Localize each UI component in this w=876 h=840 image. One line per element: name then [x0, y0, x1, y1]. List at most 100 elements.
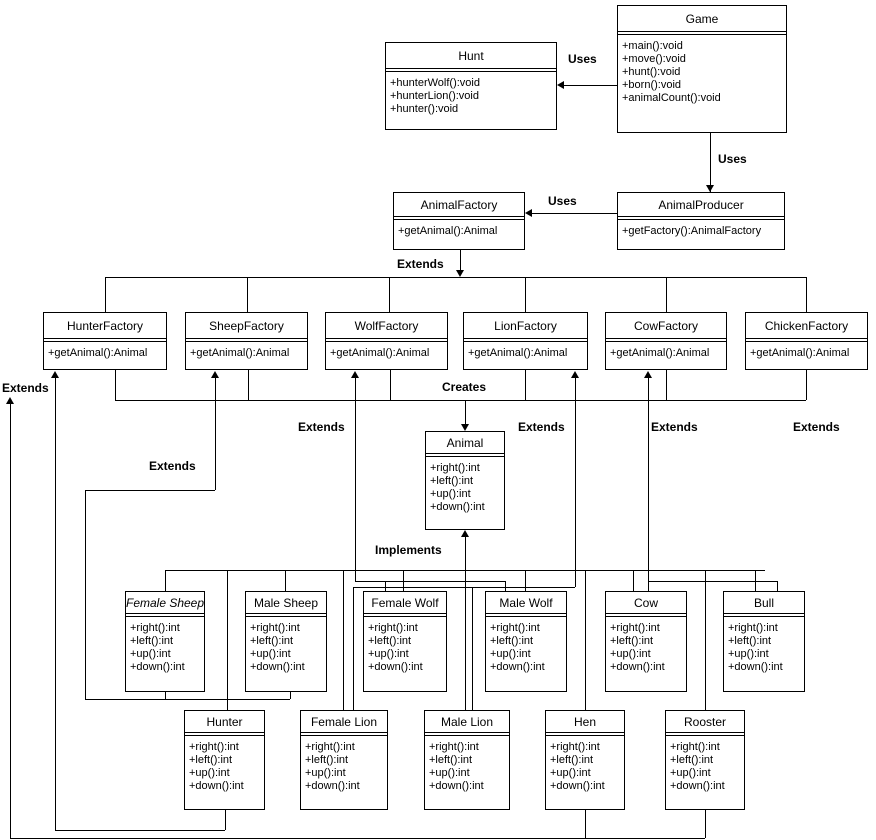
label-extends-cow: Extends [650, 420, 699, 434]
class-animalFactory: AnimalFactory+getAnimal():Animal [393, 192, 525, 250]
class-title: AnimalFactory [394, 193, 524, 217]
connector-line [85, 490, 86, 699]
class-animalProducer: AnimalProducer+getFactory():AnimalFactor… [617, 192, 785, 250]
class-title: Female Lion [301, 711, 387, 733]
class-methods: +right():int +left():int +up():int +down… [368, 622, 423, 673]
connector-line [355, 581, 505, 582]
class-methods: +getAnimal():Animal [750, 347, 850, 359]
class-title: Male Lion [425, 711, 509, 733]
compartment-separator [606, 614, 686, 617]
class-methods: +getAnimal():Animal [610, 347, 710, 359]
arrowhead-icon [351, 371, 359, 378]
class-maleSheep: Male Sheep +right():int +left():int +up()… [245, 591, 327, 692]
compartment-separator [386, 69, 556, 72]
class-title: SheepFactory [186, 313, 307, 339]
arrowhead-icon [456, 270, 464, 277]
connector-line [115, 370, 116, 400]
class-femaleLion: Female Lion+right():int +left():int +up(… [300, 710, 388, 810]
connector-line [165, 570, 166, 591]
class-methods: +getAnimal():Animal [330, 347, 430, 359]
compartment-separator [746, 339, 867, 342]
connector-line [585, 570, 586, 710]
arrowhead-icon [211, 371, 219, 378]
class-methods: +getFactory():AnimalFactory [622, 225, 762, 237]
label-extends-sheep: Extends [148, 459, 197, 473]
label-extends-hunter: Extends [1, 381, 50, 395]
arrowhead-icon [706, 185, 714, 192]
class-methods: +getAnimal():Animal [190, 347, 290, 359]
class-femaleWolf: Female Wolf +right():int +left():int +up(… [363, 591, 447, 692]
class-title: Male Sheep [246, 592, 326, 614]
class-hunter: Hunter+right():int +left():int +up():int… [184, 710, 265, 810]
class-methods: +getAnimal():Animal [468, 347, 568, 359]
compartment-separator [246, 614, 326, 617]
compartment-separator [426, 454, 504, 457]
class-lionFactory: LionFactory +getAnimal():Animal [463, 312, 588, 370]
connector-line [390, 370, 391, 400]
connector-line [353, 587, 575, 588]
class-title: HunterFactory [44, 313, 166, 339]
class-rooster: Rooster+right():int +left():int +up():in… [665, 710, 745, 810]
connector-line [648, 581, 777, 582]
class-methods: +right():int +left():int +up():int +down… [250, 622, 305, 673]
connector-line [806, 370, 807, 400]
class-title: Hunter [185, 711, 264, 733]
label-uses-game-hunt: Uses [567, 52, 598, 66]
connector-line [389, 277, 390, 312]
class-chickenFactory: ChickenFactory +getAnimal():Animal [745, 312, 868, 370]
compartment-separator [618, 32, 786, 35]
connector-line [525, 370, 526, 400]
label-extends-factories: Extends [396, 257, 445, 271]
class-methods: +getAnimal():Animal [48, 347, 148, 359]
class-sheepFactory: SheepFactory +getAnimal():Animal [185, 312, 308, 370]
class-methods: +right():int +left():int +up():int +down… [429, 741, 484, 792]
compartment-separator [486, 614, 566, 617]
connector-line [225, 810, 226, 830]
connector-line [465, 400, 466, 424]
compartment-separator [666, 733, 744, 736]
compartment-separator [606, 339, 726, 342]
class-methods: +right():int +left():int +up():int +down… [130, 622, 185, 673]
connector-line [105, 277, 106, 312]
connector-line [85, 490, 215, 491]
connector-line [472, 587, 473, 710]
class-methods: +right():int +left():int +up():int +down… [550, 741, 605, 792]
label-extends-lion: Extends [517, 420, 566, 434]
class-title: Bull [724, 592, 804, 614]
class-title: CowFactory [606, 313, 726, 339]
connector-line [165, 692, 166, 699]
arrowhead-icon [525, 209, 532, 217]
connector-line [115, 400, 806, 401]
class-femaleSheep: Female Sheep+right():int +left():int +up… [125, 591, 205, 692]
connector-line [755, 570, 756, 591]
class-title: ChickenFactory [746, 313, 867, 339]
arrowhead-icon [461, 530, 469, 537]
class-wolfFactory: WolfFactory+getAnimal():Animal [325, 312, 448, 370]
label-uses-producer-factory: Uses [547, 194, 578, 208]
connector-line [353, 587, 354, 710]
connector-line [105, 277, 806, 278]
connector-line [290, 692, 291, 699]
arrowhead-icon [557, 81, 564, 89]
connector-line [666, 277, 667, 312]
connector-line [355, 378, 356, 581]
connector-line [247, 277, 248, 312]
compartment-separator [464, 339, 587, 342]
compartment-separator [394, 217, 524, 220]
class-title: LionFactory [464, 313, 587, 339]
compartment-separator [186, 339, 307, 342]
connector-line [85, 699, 290, 700]
connector-line [777, 581, 778, 591]
compartment-separator [364, 614, 446, 617]
class-bull: Bull+right():int +left():int +up():int +… [723, 591, 805, 692]
connector-line [525, 277, 526, 312]
connector-line [633, 570, 634, 591]
connector-line [710, 133, 711, 192]
class-methods: +main():void +move():void +hunt():void +… [622, 40, 721, 104]
class-hunterFactory: HunterFactory +getAnimal():Animal [43, 312, 167, 370]
connector-line [285, 570, 286, 591]
compartment-separator [326, 339, 447, 342]
arrowhead-icon [51, 371, 59, 378]
class-title: Female Wolf [364, 592, 446, 614]
compartment-separator [724, 614, 804, 617]
